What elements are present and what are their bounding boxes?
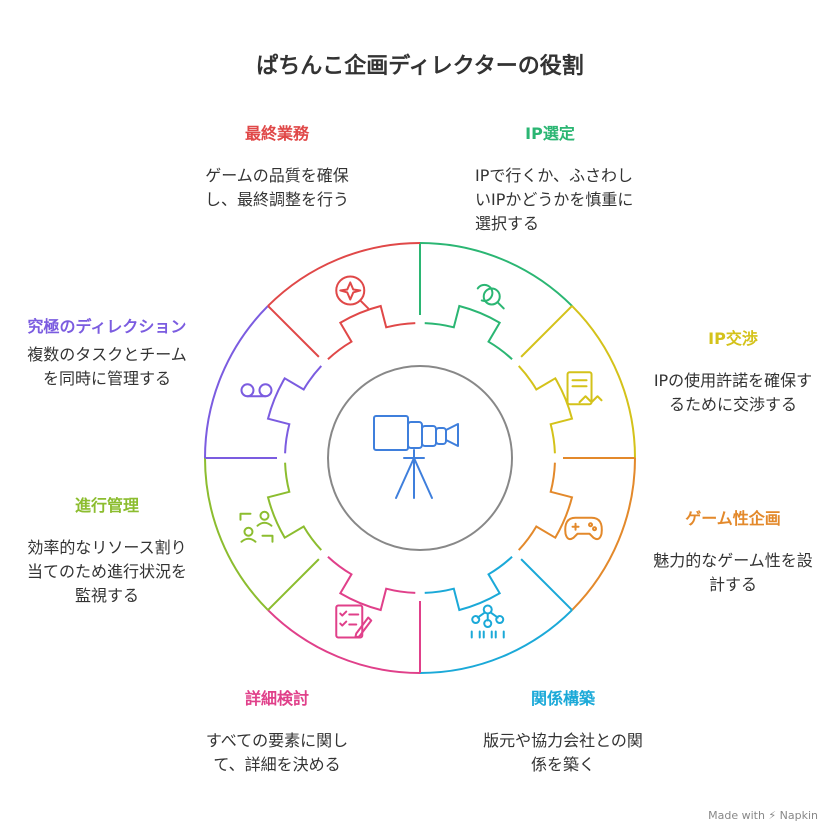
label-detail-review: 詳細検討 すべての要素に関して、詳細を決める <box>192 685 362 777</box>
segment-description: IPの使用許諾を確保するために交渉する <box>653 371 813 414</box>
segment-inner-arc <box>424 556 513 612</box>
checklist-edit-icon <box>335 604 373 639</box>
segment-heading: IP交渉 <box>708 329 758 348</box>
segment-heading: IP選定 <box>525 124 575 143</box>
segment-outer-arc <box>571 305 636 459</box>
segment-inner-arc <box>518 462 574 551</box>
segment-divider-line <box>520 558 573 611</box>
segment-heading: 関係構築 <box>530 689 595 708</box>
segment-outer-arc <box>267 242 421 307</box>
contract-handshake-icon <box>566 371 603 406</box>
segment-outer-arc <box>204 457 269 611</box>
label-ip-selection: IP選定 IPで行くか、ふさわしいIPかどうかを慎重に選択する <box>475 120 645 236</box>
segment-description: 魅力的なゲーム性を設計する <box>653 551 813 594</box>
segment-outer-arc <box>571 457 636 611</box>
segment-divider-line <box>267 305 320 358</box>
label-ultimate-direction: 究極のディレクション 複数のタスクとチームを同時に管理する <box>22 313 192 391</box>
label-game-planning: ゲーム性企画 魅力的なゲーム性を設計する <box>648 505 818 597</box>
segment-heading: 進行管理 <box>74 496 139 515</box>
segment-inner-arc <box>518 365 574 454</box>
segment-heading: 詳細検討 <box>244 689 309 708</box>
segment-inner-arc <box>424 304 513 360</box>
voicemail-icon <box>240 383 273 398</box>
segment-heading: 究極のディレクション <box>27 317 187 336</box>
segment-inner-arc <box>266 462 322 551</box>
segment-heading: ゲーム性企画 <box>685 509 781 528</box>
footer-credit: Made with ⚡ Napkin <box>708 809 818 822</box>
network-people-icon <box>470 604 505 639</box>
label-progress-management: 進行管理 効率的なリソース割り当てのため進行状況を監視する <box>22 492 192 608</box>
search-sparkle-icon <box>335 275 370 310</box>
segment-description: ゲームの品質を確保し、最終調整を行う <box>204 166 349 209</box>
search-icon <box>476 283 505 310</box>
segment-description: 版元や協力会社との関係を築く <box>483 731 643 774</box>
label-ip-negotiation: IP交渉 IPの使用許諾を確保するために交渉する <box>648 325 818 417</box>
segment-inner-arc <box>327 556 416 612</box>
gamepad-icon <box>564 516 603 541</box>
segment-outer-arc <box>267 609 421 674</box>
label-final-tasks: 最終業務 ゲームの品質を確保し、最終調整を行う <box>192 120 362 212</box>
segment-divider-line <box>520 305 573 358</box>
segment-inner-arc <box>266 365 322 454</box>
people-swap-icon <box>239 510 274 543</box>
segment-description: 効率的なリソース割り当てのため進行状況を監視する <box>26 538 187 605</box>
page-title: ぱちんこ企画ディレクターの役割 <box>256 54 584 79</box>
segment-heading: 最終業務 <box>244 124 309 143</box>
segment-description: すべての要素に関して、詳細を決める <box>205 731 349 774</box>
segment-divider-line <box>267 558 320 611</box>
segment-outer-arc <box>204 305 269 459</box>
label-relationship-building: 関係構築 版元や協力会社との関係を築く <box>478 685 648 777</box>
video-camera-on-tripod-icon <box>373 415 459 499</box>
segment-inner-arc <box>327 304 416 360</box>
segment-outer-arc <box>419 609 573 674</box>
segment-description: IPで行くか、ふさわしいIPかどうかを慎重に選択する <box>475 166 634 233</box>
segment-description: 複数のタスクとチームを同時に管理する <box>27 345 187 388</box>
segment-outer-arc <box>419 242 573 307</box>
